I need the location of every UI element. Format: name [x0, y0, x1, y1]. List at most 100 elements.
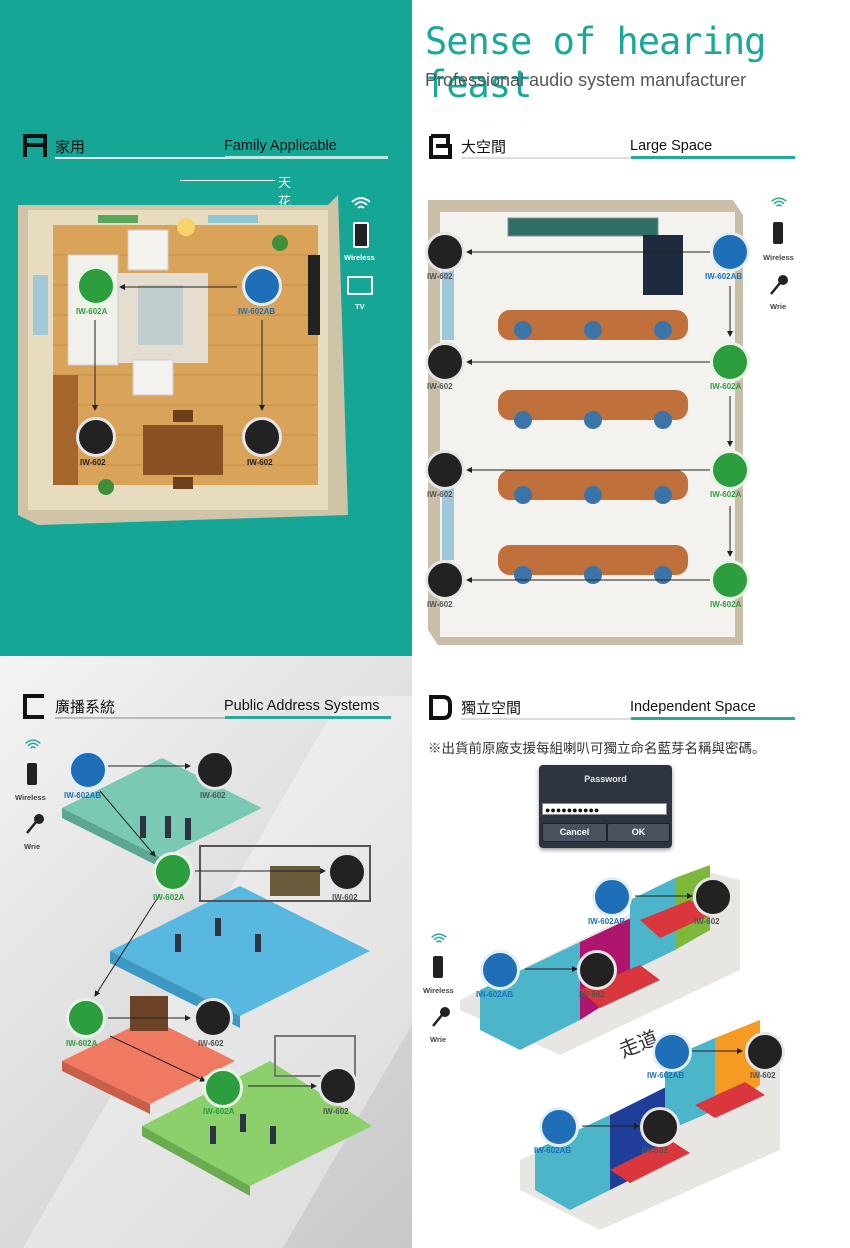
- section-c-underline: [55, 717, 225, 719]
- section-d-chinese-title: 獨立空間: [461, 700, 522, 717]
- speaker-iw-602-icon[interactable]: [318, 1066, 358, 1106]
- speaker-label: IW-602A: [76, 307, 108, 316]
- speaker-iw-602ab-icon[interactable]: [539, 1107, 579, 1147]
- speaker-iw-602a-icon[interactable]: [710, 450, 750, 490]
- section-letter-b: [428, 133, 454, 159]
- speaker-label: IW-602AB: [238, 307, 276, 316]
- speaker-label: IW-602A: [710, 382, 742, 391]
- speaker-label: IW-602: [642, 1146, 668, 1155]
- section-d-header: 獨立空間 Independent Space: [428, 694, 798, 724]
- wireless-icon: [771, 197, 787, 207]
- cancel-button[interactable]: Cancel: [542, 823, 607, 842]
- speaker-label: IW-602AB: [64, 791, 102, 800]
- speaker-label: IW-602AB: [534, 1146, 572, 1155]
- password-dialog-title: Password: [584, 774, 627, 784]
- speaker-iw-602-icon[interactable]: [425, 232, 465, 272]
- speaker-iw-602ab-icon[interactable]: [592, 877, 632, 917]
- speaker-iw-602a-icon[interactable]: [153, 852, 193, 892]
- page-subtitle: Professional audio system manufacturer: [425, 70, 747, 90]
- speaker-iw-602-icon[interactable]: [327, 852, 367, 892]
- wireless-label: Wireless: [15, 793, 46, 802]
- speaker-iw-602ab-icon[interactable]: [710, 232, 750, 272]
- wireless-label: Wireless: [344, 253, 375, 262]
- section-letter-d: [428, 694, 454, 720]
- wireless-icon: [25, 739, 41, 749]
- section-b-underline-accent: [631, 156, 795, 159]
- section-b-chinese-title: 大空間: [461, 139, 507, 156]
- speaker-label: IW-602: [323, 1107, 349, 1116]
- wireless-icon: [351, 197, 371, 209]
- section-c-underline-accent: [225, 716, 391, 719]
- wire-label: Wrie: [770, 302, 787, 311]
- speaker-label: IW-602: [200, 791, 226, 800]
- speaker-iw-602-icon[interactable]: [745, 1032, 785, 1072]
- wire-label: Wrie: [430, 1035, 447, 1044]
- section-d-english-title: Independent Space: [630, 699, 756, 715]
- speaker-label: IW-602: [694, 917, 720, 926]
- speaker-iw-602-icon[interactable]: [425, 450, 465, 490]
- microphone-icon: [26, 814, 44, 834]
- microphone-icon: [432, 1007, 450, 1027]
- speaker-iw-602a-icon[interactable]: [710, 560, 750, 600]
- speaker-label: IW-602: [80, 458, 106, 467]
- speaker-iw-602ab-icon[interactable]: [242, 266, 282, 306]
- speaker-label: IW-602: [427, 272, 453, 281]
- wireless-icon: [431, 933, 447, 943]
- microphone-icon: [770, 275, 788, 295]
- speaker-iw-602-icon[interactable]: [76, 417, 116, 457]
- speaker-label: IW-602A: [710, 490, 742, 499]
- section-d-underline: [461, 718, 631, 720]
- speaker-iw-602a-icon[interactable]: [76, 266, 116, 306]
- speaker-iw-602-icon[interactable]: [242, 417, 282, 457]
- wire-label: Wrie: [24, 842, 41, 851]
- speaker-label: IW-602AB: [476, 990, 514, 999]
- speaker-iw-602a-icon[interactable]: [710, 342, 750, 382]
- speaker-iw-602a-icon[interactable]: [66, 998, 106, 1038]
- section-c-header: 廣播系統 Public Address Systems: [22, 693, 392, 723]
- section-c-chinese-title: 廣播系統: [55, 699, 116, 716]
- speaker-label: IW-602: [750, 1071, 776, 1080]
- password-field[interactable]: ●●●●●●●●●●: [542, 803, 667, 815]
- speaker-label: IW-602AB: [588, 917, 626, 926]
- speaker-iw-602-icon[interactable]: [195, 750, 235, 790]
- speaker-label: IW-602: [198, 1039, 224, 1048]
- section-b-header: 大空間 Large Space: [428, 133, 798, 163]
- section-a-chinese-title: 家用: [55, 139, 86, 156]
- bluetooth-naming-note: ※出貨前原廠支援每組喇叭可獨立命名藍芽名稱與密碼。: [428, 741, 766, 756]
- speaker-label: IW-602A: [710, 600, 742, 609]
- speaker-iw-602-icon[interactable]: [193, 998, 233, 1038]
- speaker-label: IW-602: [579, 990, 605, 999]
- section-a-panel: 家用 Family Applicable 天花板: [0, 0, 412, 656]
- wireless-label: Wireless: [423, 986, 454, 995]
- section-b-underline: [461, 157, 631, 159]
- section-a-header: 家用 Family Applicable: [22, 133, 392, 163]
- section-a-english-title: Family Applicable: [224, 138, 337, 154]
- phone-icon: [773, 222, 783, 244]
- speaker-iw-602-icon[interactable]: [425, 560, 465, 600]
- speaker-iw-602-icon[interactable]: [640, 1107, 680, 1147]
- page-title: Sense of hearing feast: [425, 20, 766, 106]
- speaker-iw-602ab-icon[interactable]: [68, 750, 108, 790]
- phone-icon: [353, 222, 369, 248]
- speaker-label: IW-602: [427, 490, 453, 499]
- speaker-iw-602-icon[interactable]: [577, 950, 617, 990]
- password-dialog: Password ●●●●●●●●●● Cancel OK: [539, 765, 672, 848]
- speaker-label: IW-602: [427, 600, 453, 609]
- independent-space-signal-arrows: [525, 893, 743, 1129]
- section-b-english-title: Large Space: [630, 138, 713, 154]
- ok-button[interactable]: OK: [607, 823, 670, 842]
- wireless-label: Wireless: [763, 253, 794, 262]
- speaker-iw-602-icon[interactable]: [693, 877, 733, 917]
- tv-label: TV: [355, 302, 365, 311]
- speaker-iw-602a-icon[interactable]: [203, 1068, 243, 1108]
- section-letter-c: [22, 693, 48, 719]
- tv-icon: [347, 276, 373, 295]
- section-a-underline-accent: [225, 156, 388, 159]
- speaker-iw-602-icon[interactable]: [425, 342, 465, 382]
- speaker-label: IW-602A: [153, 893, 185, 902]
- speaker-iw-602ab-icon[interactable]: [652, 1032, 692, 1072]
- speaker-label: IW-602AB: [705, 272, 743, 281]
- speaker-iw-602ab-icon[interactable]: [480, 950, 520, 990]
- speaker-label: IW-602AB: [647, 1071, 685, 1080]
- phone-icon: [433, 956, 443, 978]
